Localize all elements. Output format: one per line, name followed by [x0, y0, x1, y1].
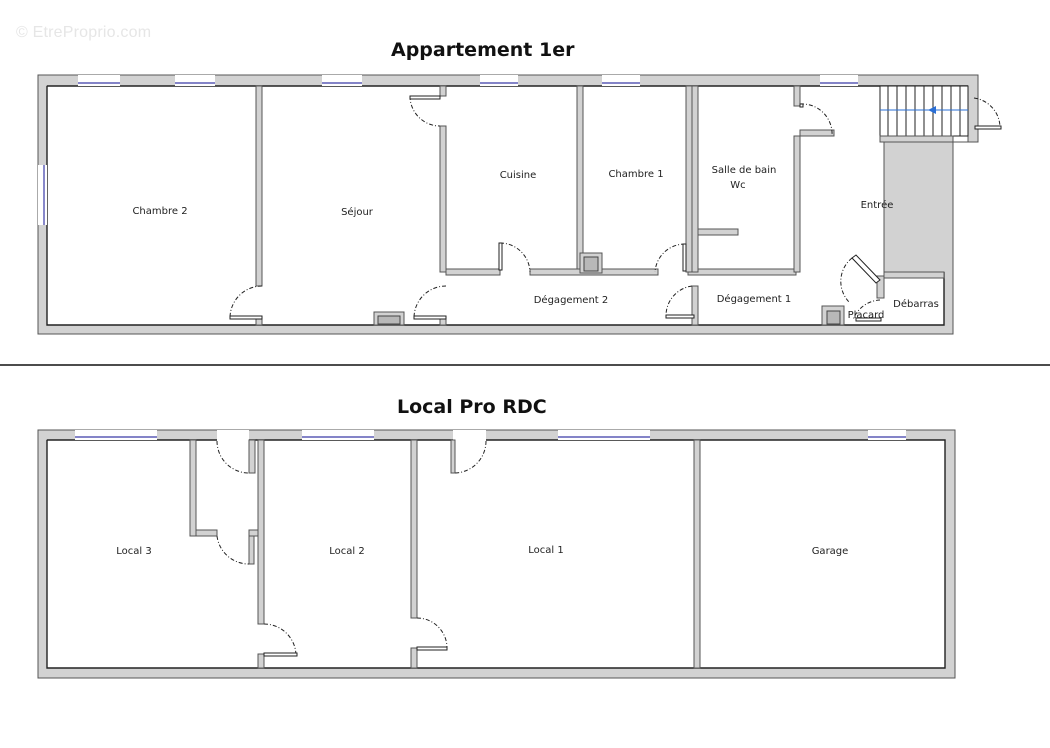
local-pro-plan: Local 3 Local 2 Local 1 Garage — [37, 429, 956, 679]
room-label-local-3: Local 3 — [116, 546, 151, 557]
plan-title-local-pro: Local Pro RDC — [397, 396, 547, 418]
windows-bottom — [75, 430, 906, 441]
doors — [229, 95, 1002, 322]
room-label-chambre-1: Chambre 1 — [608, 169, 663, 180]
room-label-placard: Placard — [848, 310, 885, 321]
apartment-plan: Chambre 2 Séjour Cuisine Chambre 1 Salle… — [37, 74, 1002, 335]
apartment-room-labels: Chambre 2 Séjour Cuisine Chambre 1 Salle… — [132, 165, 938, 321]
staircase — [879, 85, 969, 143]
room-label-sejour: Séjour — [341, 206, 374, 218]
watermark: © EtreProprio.com — [16, 24, 152, 41]
partitions — [255, 85, 945, 326]
room-label-chambre-2: Chambre 2 — [132, 206, 187, 217]
plan-title-apartment: Appartement 1er — [391, 39, 575, 61]
room-label-wc: Wc — [730, 180, 745, 191]
room-label-degagement-2: Dégagement 2 — [534, 294, 609, 306]
room-label-local-1: Local 1 — [528, 545, 563, 556]
room-label-salle-de-bain: Salle de bain — [712, 165, 777, 176]
partitions-bottom — [189, 439, 701, 669]
stair-arrow-icon — [928, 106, 936, 114]
doors-bottom — [216, 440, 487, 657]
local-pro-room-labels: Local 3 Local 2 Local 1 Garage — [116, 545, 848, 557]
room-label-degagement-1: Dégagement 1 — [717, 293, 792, 305]
room-label-debarras: Débarras — [893, 298, 939, 310]
windows-top — [38, 75, 858, 225]
room-label-cuisine: Cuisine — [500, 170, 537, 181]
room-label-garage: Garage — [812, 546, 849, 557]
room-label-local-2: Local 2 — [329, 546, 364, 557]
room-label-entree: Entrée — [861, 199, 894, 211]
